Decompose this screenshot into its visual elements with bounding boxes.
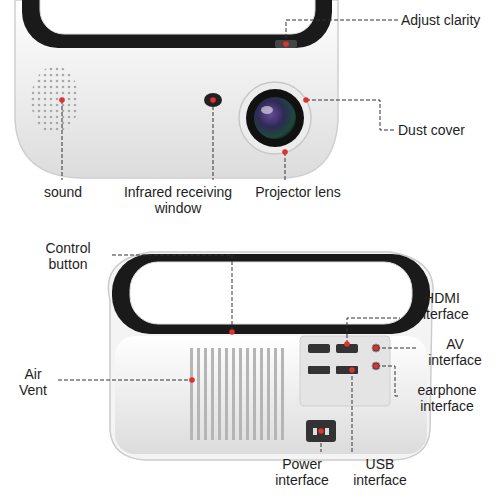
leader-dots — [59, 41, 379, 434]
part-label: earphone interface — [402, 382, 492, 414]
leader-line — [352, 370, 353, 452]
leader-line — [285, 152, 286, 180]
top-panel — [40, 0, 315, 34]
part-label: sound — [38, 184, 88, 200]
leader-line — [376, 366, 398, 396]
focus-notch — [275, 40, 297, 48]
lens-highlight — [261, 106, 273, 114]
air-vent-grille — [190, 348, 284, 440]
part-label: Control button — [28, 240, 108, 272]
leader-lines — [58, 20, 418, 452]
lens-housing — [239, 82, 311, 154]
leader-line — [112, 255, 232, 332]
speaker-grille — [31, 66, 79, 134]
leader-line — [62, 100, 63, 180]
part-label: HDMI interface — [404, 290, 480, 322]
part-label: Infrared receiving window — [116, 184, 240, 216]
leader-line — [286, 20, 398, 44]
projector-front — [15, 0, 338, 178]
projector-rear — [108, 252, 433, 460]
part-label: Air Vent — [12, 366, 54, 398]
projector-body — [108, 252, 433, 460]
power-pin — [313, 428, 317, 435]
leader-line — [347, 318, 400, 344]
earphone-jack — [372, 362, 380, 370]
av-jack — [372, 344, 380, 352]
top-bezel — [112, 254, 430, 334]
lens-ring — [246, 89, 304, 147]
leader-line — [213, 100, 214, 180]
usb-port — [336, 366, 358, 374]
leader-line — [321, 431, 322, 452]
top-panel — [130, 262, 412, 324]
part-label: Dust cover — [398, 122, 488, 138]
port-panel — [300, 336, 390, 406]
part-label: Adjust clarity — [401, 12, 497, 28]
leader-line — [306, 100, 394, 130]
leader-line — [58, 380, 192, 381]
infrared-window — [204, 93, 222, 107]
hdmi-port — [308, 344, 330, 353]
leader-line — [376, 348, 418, 349]
usb-port — [308, 366, 330, 374]
rear-face — [115, 336, 427, 454]
power-pin — [325, 428, 329, 435]
part-label: USB interface — [344, 456, 416, 488]
lens-glass — [254, 97, 296, 139]
part-label: AV interface — [422, 336, 488, 368]
part-label: Power interface — [266, 456, 338, 488]
part-label: Projector lens — [246, 184, 350, 200]
